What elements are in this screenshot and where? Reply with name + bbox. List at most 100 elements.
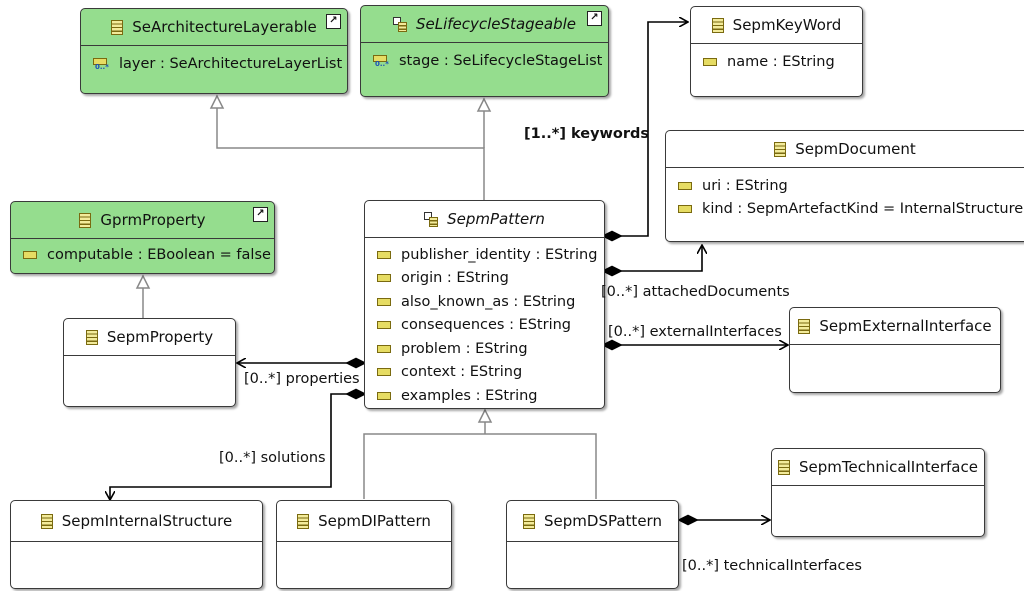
- attribute-icon: [377, 274, 391, 283]
- attribute-row[interactable]: computable : EBoolean = false: [11, 243, 274, 267]
- class-name: GprmProperty: [100, 211, 206, 229]
- attribute-row[interactable]: also_known_as : EString: [365, 290, 604, 314]
- abstract-class-icon: [424, 211, 439, 227]
- attribute-label: publisher_identity : EString: [401, 246, 598, 263]
- class-header: SepmTechnicalInterface: [772, 449, 984, 486]
- class-header: SepmInternalStructure: [11, 501, 262, 542]
- class-icon: [798, 318, 811, 334]
- class-icon: [778, 459, 791, 475]
- class-sepm-document[interactable]: SepmDocument uri : EString kind : SepmAr…: [665, 130, 1024, 242]
- class-sepm-di-pattern[interactable]: SepmDIPattern: [276, 500, 452, 589]
- class-header: SepmDocument: [666, 131, 1024, 168]
- attribute-icon: [678, 205, 692, 214]
- attribute-list: publisher_identity : EString origin : ES…: [365, 238, 604, 408]
- reference-icon: [373, 54, 389, 68]
- attribute-row[interactable]: publisher_identity : EString: [365, 243, 604, 267]
- class-header: SeLifecycleStageable ↗: [361, 6, 608, 43]
- attribute-list: name : EString: [691, 44, 862, 74]
- class-name: SepmProperty: [106, 328, 214, 346]
- attribute-icon: [377, 344, 391, 353]
- class-icon: [40, 513, 53, 529]
- attribute-row[interactable]: context : EString: [365, 361, 604, 385]
- generalization-arrowhead: [209, 94, 225, 109]
- attribute-row[interactable]: consequences : EString: [365, 314, 604, 338]
- attribute-row[interactable]: examples : EString: [365, 384, 604, 408]
- class-icon: [711, 17, 724, 33]
- class-header: SepmProperty: [64, 319, 235, 356]
- class-name: SepmTechnicalInterface: [799, 458, 978, 476]
- attribute-row[interactable]: kind : SepmArtefactKind = InternalStruct…: [666, 198, 1024, 222]
- class-header: SepmKeyWord: [691, 7, 862, 44]
- role-label-technical-interfaces: [0..*] technicalInterfaces: [682, 558, 862, 574]
- composition-diamond: [345, 388, 367, 400]
- shortcut-icon: ↗: [326, 14, 341, 29]
- attribute-list: stage : SeLifecycleStageList: [361, 43, 608, 73]
- class-se-architecture-layerable[interactable]: SeArchitectureLayerable ↗ layer : SeArch…: [80, 8, 348, 94]
- attribute-icon: [377, 297, 391, 306]
- class-sepm-external-interface[interactable]: SepmExternalInterface: [789, 307, 1001, 393]
- attribute-list: layer : SeArchitectureLayerList: [81, 46, 347, 76]
- attribute-row[interactable]: name : EString: [691, 50, 862, 74]
- attribute-label: stage : SeLifecycleStageList: [399, 52, 603, 69]
- association-keywords: [621, 22, 688, 237]
- attribute-label: computable : EBoolean = false: [47, 246, 271, 263]
- class-name: SeLifecycleStageable: [415, 15, 576, 33]
- generalization-arrowhead: [476, 97, 492, 112]
- class-header: GprmProperty ↗: [11, 202, 274, 239]
- class-sepm-technical-interface[interactable]: SepmTechnicalInterface: [771, 448, 985, 537]
- attribute-list: computable : EBoolean = false: [11, 239, 274, 267]
- role-label-external-interfaces: [0..*] externalInterfaces: [608, 324, 782, 340]
- attribute-icon: [377, 368, 391, 377]
- class-name: SepmDocument: [795, 140, 916, 158]
- attribute-row[interactable]: origin : EString: [365, 267, 604, 291]
- attribute-row[interactable]: uri : EString: [666, 174, 1024, 198]
- class-name: SepmPattern: [447, 210, 545, 228]
- reference-icon: [93, 57, 109, 71]
- class-sepm-internal-structure[interactable]: SepmInternalStructure: [10, 500, 263, 589]
- association-attached-documents: [621, 245, 702, 272]
- generalization-arrowhead: [135, 274, 151, 289]
- attribute-label: consequences : EString: [401, 317, 571, 334]
- attribute-label: context : EString: [401, 364, 523, 381]
- attribute-row[interactable]: layer : SeArchitectureLayerList: [81, 52, 347, 76]
- class-name: SepmDIPattern: [318, 512, 431, 530]
- composition-diamond: [601, 265, 623, 277]
- class-sepm-pattern[interactable]: SepmPattern publisher_identity : EString…: [364, 200, 605, 409]
- attribute-row[interactable]: problem : EString: [365, 337, 604, 361]
- shortcut-icon: ↗: [253, 207, 268, 222]
- attribute-icon: [377, 321, 391, 330]
- composition-diamond: [677, 514, 699, 526]
- class-icon: [774, 141, 787, 157]
- attribute-row[interactable]: stage : SeLifecycleStageList: [361, 49, 608, 73]
- role-label-properties: [0..*] properties: [244, 371, 360, 387]
- attribute-label: layer : SeArchitectureLayerList: [119, 55, 343, 72]
- class-sepm-keyword[interactable]: SepmKeyWord name : EString: [690, 6, 863, 97]
- role-label-solutions: [0..*] solutions: [219, 450, 326, 466]
- composition-diamond: [345, 357, 367, 369]
- attribute-icon: [377, 391, 391, 400]
- class-sepm-property[interactable]: SepmProperty: [63, 318, 236, 407]
- class-se-lifecycle-stageable[interactable]: SeLifecycleStageable ↗ stage : SeLifecyc…: [360, 5, 609, 97]
- class-icon: [79, 212, 92, 228]
- attribute-label: uri : EString: [702, 177, 788, 194]
- class-icon: [297, 513, 310, 529]
- class-gprm-property[interactable]: GprmProperty ↗ computable : EBoolean = f…: [10, 201, 275, 274]
- class-name: SepmDSPattern: [544, 512, 662, 530]
- class-name: SepmExternalInterface: [819, 317, 992, 335]
- generalization-subpatterns: [363, 422, 597, 499]
- attribute-label: name : EString: [727, 53, 835, 70]
- class-name: SepmInternalStructure: [61, 512, 233, 530]
- attribute-label: kind : SepmArtefactKind = InternalStruct…: [702, 201, 1024, 218]
- attribute-icon: [678, 181, 692, 190]
- class-icon: [85, 329, 98, 345]
- class-name: SeArchitectureLayerable: [132, 18, 317, 36]
- attribute-label: also_known_as : EString: [401, 293, 576, 310]
- class-sepm-ds-pattern[interactable]: SepmDSPattern: [506, 500, 679, 589]
- attribute-icon: [377, 250, 391, 259]
- attribute-list: uri : EString kind : SepmArtefactKind = …: [666, 168, 1024, 221]
- composition-diamond: [601, 339, 623, 351]
- attribute-label: examples : EString: [401, 387, 538, 404]
- attribute-label: problem : EString: [401, 340, 528, 357]
- class-header: SepmDIPattern: [277, 501, 451, 542]
- class-icon: [111, 19, 124, 35]
